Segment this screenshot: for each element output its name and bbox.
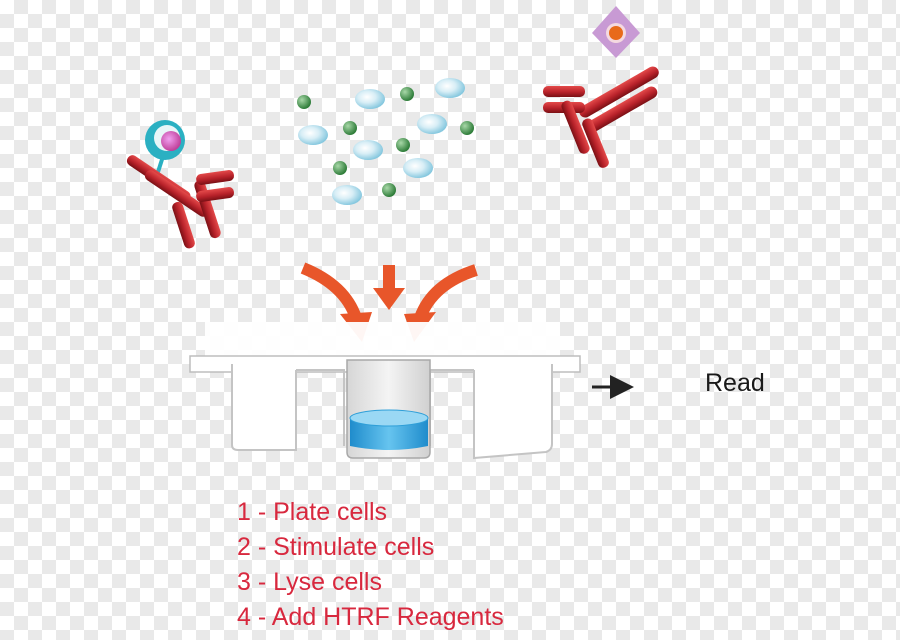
step-item: 1 - Plate cells <box>237 498 388 526</box>
bead <box>343 121 357 135</box>
addition-arrows <box>300 262 478 321</box>
step-item: 3 - Lyse cells <box>237 568 382 596</box>
bead <box>382 183 396 197</box>
cells-and-beads <box>297 78 474 205</box>
left-antibody <box>126 120 235 249</box>
right-arrow <box>414 264 478 321</box>
cell <box>355 89 385 109</box>
cell <box>417 114 447 134</box>
left-well <box>231 364 297 451</box>
bead <box>396 138 410 152</box>
cell <box>332 185 362 205</box>
step-list: 1 - Plate cells 2 - Stimulate cells 3 - … <box>237 495 504 635</box>
bead <box>333 161 347 175</box>
read-label: Read <box>705 369 765 397</box>
bead <box>400 87 414 101</box>
step-item: 4 - Add HTRF Reagents <box>237 603 504 631</box>
step-item: 2 - Stimulate cells <box>237 533 435 561</box>
cell <box>353 140 383 160</box>
right-well <box>473 364 553 460</box>
cell <box>403 158 433 178</box>
cell <box>298 125 328 145</box>
well-liquid <box>349 409 429 450</box>
left-arrow <box>300 262 362 321</box>
acceptor-fluorophore <box>592 6 640 58</box>
microplate <box>189 322 581 460</box>
right-antibody <box>543 6 659 168</box>
bead <box>297 95 311 109</box>
cell <box>435 78 465 98</box>
donor-fluorophore <box>145 120 185 173</box>
bead <box>460 121 474 135</box>
